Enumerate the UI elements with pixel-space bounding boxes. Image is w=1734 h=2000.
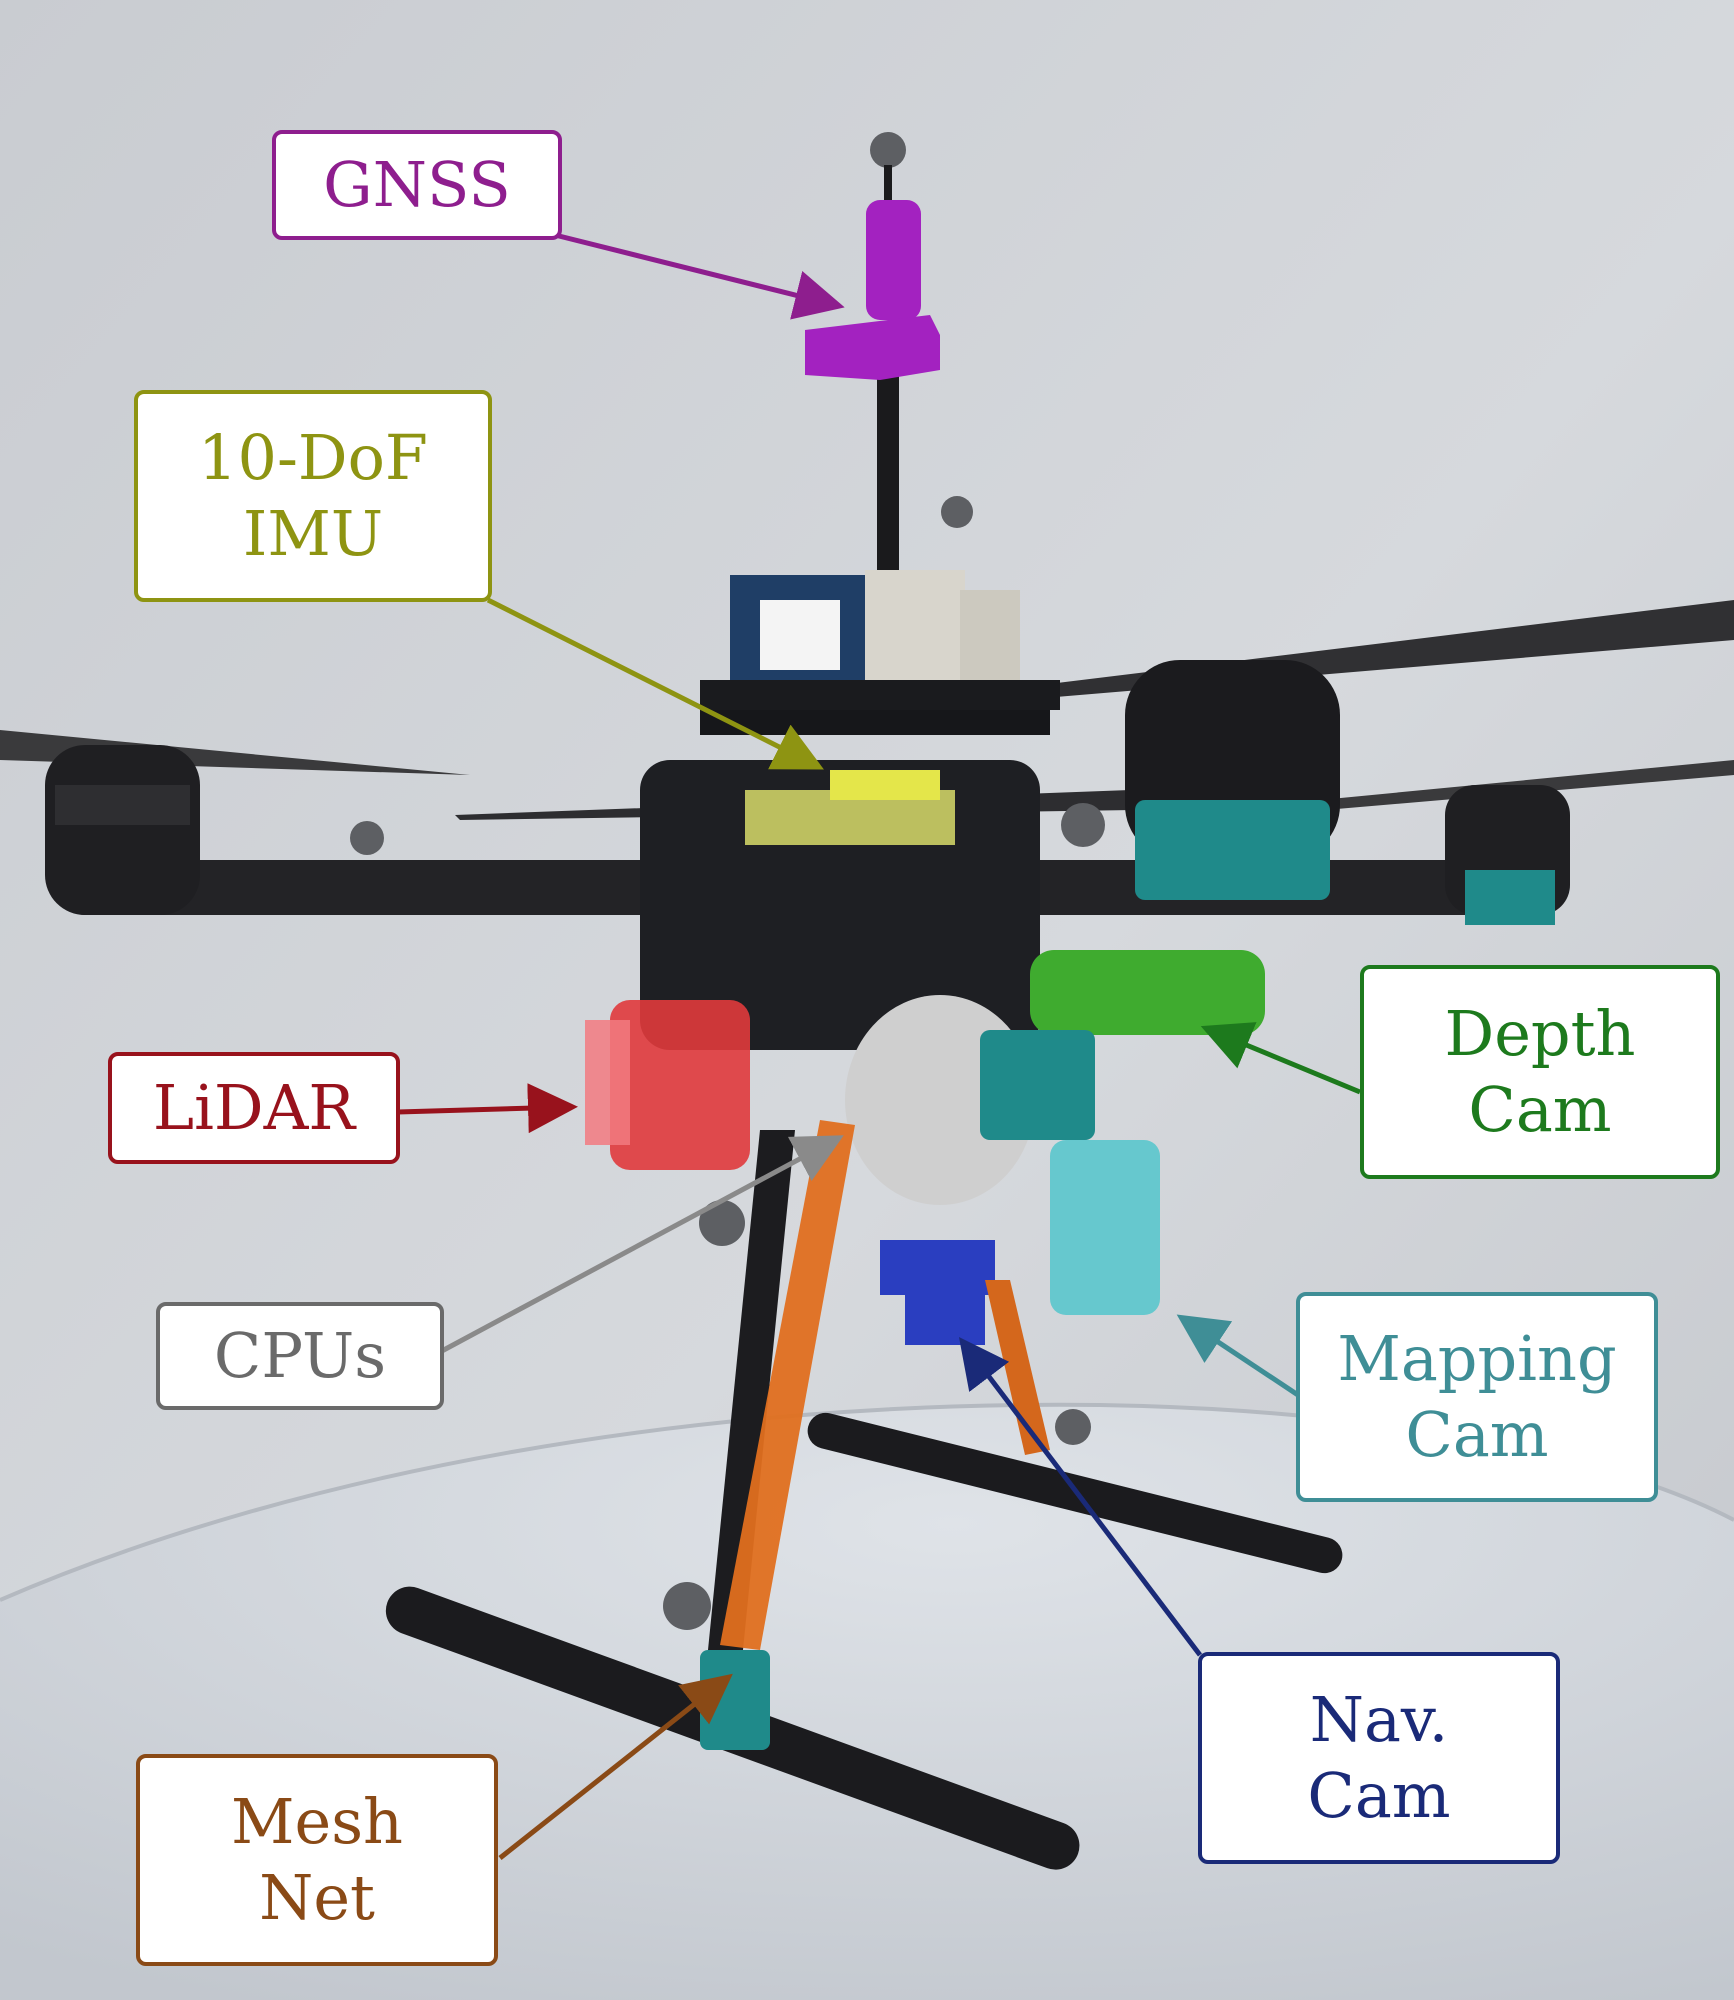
label-nav-cam-line1: Nav. [1309,1683,1449,1757]
label-gnss: GNSS [272,130,562,240]
label-imu-line1: 10-DoF [198,421,428,495]
imu-arrow [486,597,824,770]
lidar-arrow [397,1083,578,1134]
mapping-camera [1050,1140,1160,1315]
drone [0,132,1734,1870]
label-mesh-net-line2: Net [259,1861,375,1934]
depth-cam-arrow [1200,1022,1361,1095]
label-imu-line2: IMU [242,497,384,570]
top-plate [700,680,1060,710]
landing-leg-rear [705,1130,795,1680]
label-depth-cam: Depth Cam [1360,965,1720,1179]
marker-ball [663,1582,711,1630]
mesh-net-arrow [498,1673,733,1860]
label-mesh-net: Mesh Net [136,1754,498,1966]
label-lidar: LiDAR [108,1052,400,1164]
label-cpus-text: CPUs [213,1319,387,1393]
lidar-unit [585,1000,750,1170]
gnss-arrow [554,232,845,320]
navigation-camera [880,1240,995,1295]
camera-bracket [980,1030,1095,1140]
marker-ball-top [870,132,906,168]
label-depth-cam-line1: Depth [1444,997,1636,1071]
gnss-antenna [866,200,921,320]
left-motor [45,745,200,915]
label-mapping-cam: Mapping Cam [1296,1292,1658,1502]
label-cpus: CPUs [156,1302,444,1410]
mapping-cam-arrow [1176,1314,1300,1398]
label-nav-cam: Nav. Cam [1198,1652,1560,1864]
label-mapping-cam-line1: Mapping [1337,1322,1617,1396]
label-nav-cam-line2: Cam [1307,1759,1451,1832]
landing-leg-right [985,1280,1050,1455]
label-mapping-cam-line2: Cam [1405,1398,1549,1471]
depth-camera [1030,950,1265,1035]
marker-ball [1061,803,1105,847]
gnss-mast [877,370,899,590]
cpus-arrow [438,1135,844,1355]
label-imu: 10-DoF IMU [134,390,492,602]
marker-ball [699,1200,745,1246]
landing-leg-mesh-antenna [720,1120,855,1650]
nav-cam-arrow [958,1337,1202,1657]
label-depth-cam-line2: Cam [1468,1073,1612,1146]
marker-ball [1055,1409,1091,1445]
label-gnss-text: GNSS [323,148,511,222]
marker-ball [941,496,973,528]
label-mesh-net-line1: Mesh [231,1785,403,1859]
marker-ball [350,821,384,855]
label-lidar-text: LiDAR [152,1071,356,1145]
